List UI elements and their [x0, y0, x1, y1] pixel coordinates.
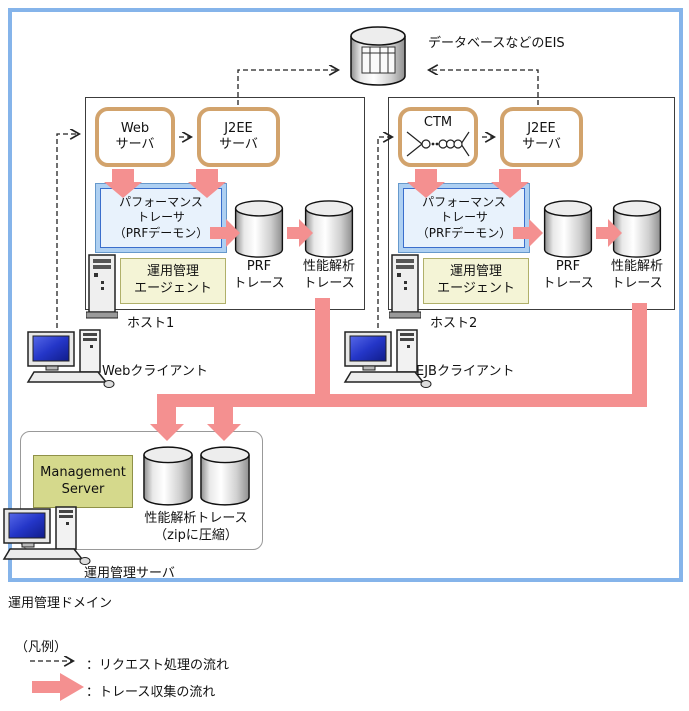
- j2ee-server-label: J2EE: [224, 120, 253, 136]
- management-server-computer-icon: [0, 505, 92, 567]
- perf-trace-label-host2: 性能解析 トレース: [610, 259, 663, 291]
- legend-trace-flow-label: ：トレース収集の流れ: [86, 685, 216, 700]
- ctm-box: CTM: [398, 107, 478, 167]
- collected-trace-label: 性能解析トレース （zipに圧縮）: [144, 511, 248, 543]
- perf-trace-cylinder-host2: [611, 200, 663, 258]
- eis-label: データベースなどのEIS: [428, 36, 565, 51]
- host1-label: ホスト1: [127, 316, 175, 331]
- web-client-label: Webクライアント: [102, 364, 208, 379]
- prf-trace-label-host1: PRF トレース: [233, 259, 285, 291]
- management-server-label: Management: [40, 464, 126, 480]
- j2ee-server-box-host2: J2EE サーバ: [500, 107, 583, 167]
- management-server-box: Management Server: [33, 455, 133, 508]
- web-server-box: Web サーバ: [95, 107, 175, 167]
- web-server-label: Web: [120, 120, 150, 136]
- ejb-client-computer-icon: [341, 328, 433, 390]
- j2ee-server-box-host1: J2EE サーバ: [197, 107, 280, 167]
- performance-tracer-box-host1: パフォーマンス トレーサ （PRFデーモン）: [95, 183, 227, 253]
- prf-trace-cylinder-host2: [542, 200, 594, 258]
- ctm-queue-icon: [406, 131, 470, 157]
- management-agent-box-host1: 運用管理 エージェント: [120, 258, 226, 304]
- perf-trace-label-host1: 性能解析 トレース: [302, 259, 355, 291]
- management-domain-label: 運用管理ドメイン: [8, 596, 113, 611]
- host2-label: ホスト2: [430, 316, 478, 331]
- server-tower-icon-host1: [86, 254, 118, 320]
- legend-title: （凡例）: [15, 640, 68, 655]
- ctm-label: CTM: [423, 115, 453, 130]
- management-server-host-label: 運用管理サーバ: [84, 566, 175, 581]
- tracer-label: パフォーマンス: [119, 194, 203, 209]
- prf-trace-cylinder-host1: [233, 200, 285, 258]
- agent-label: 運用管理: [449, 264, 502, 280]
- legend-request-flow-label: ：リクエスト処理の流れ: [86, 658, 230, 673]
- legend-trace-arrow: [32, 673, 84, 701]
- management-agent-box-host2: 運用管理 エージェント: [423, 258, 529, 304]
- performance-tracer-box-host2: パフォーマンス トレーサ （PRFデーモン）: [398, 183, 530, 253]
- collected-trace-cylinder-1: [143, 443, 193, 509]
- collected-trace-cylinder-2: [200, 443, 250, 509]
- database-cylinder-icon: [350, 26, 406, 86]
- prf-trace-label-host2: PRF トレース: [542, 259, 594, 291]
- perf-trace-cylinder-host1: [303, 200, 355, 258]
- agent-label: 運用管理: [146, 264, 199, 280]
- web-client-computer-icon: [24, 328, 116, 390]
- j2ee-server-label: J2EE: [527, 120, 556, 136]
- ejb-client-label: EJBクライアント: [416, 364, 515, 379]
- tracer-label: パフォーマンス: [422, 194, 506, 209]
- server-tower-icon-host2: [389, 254, 421, 320]
